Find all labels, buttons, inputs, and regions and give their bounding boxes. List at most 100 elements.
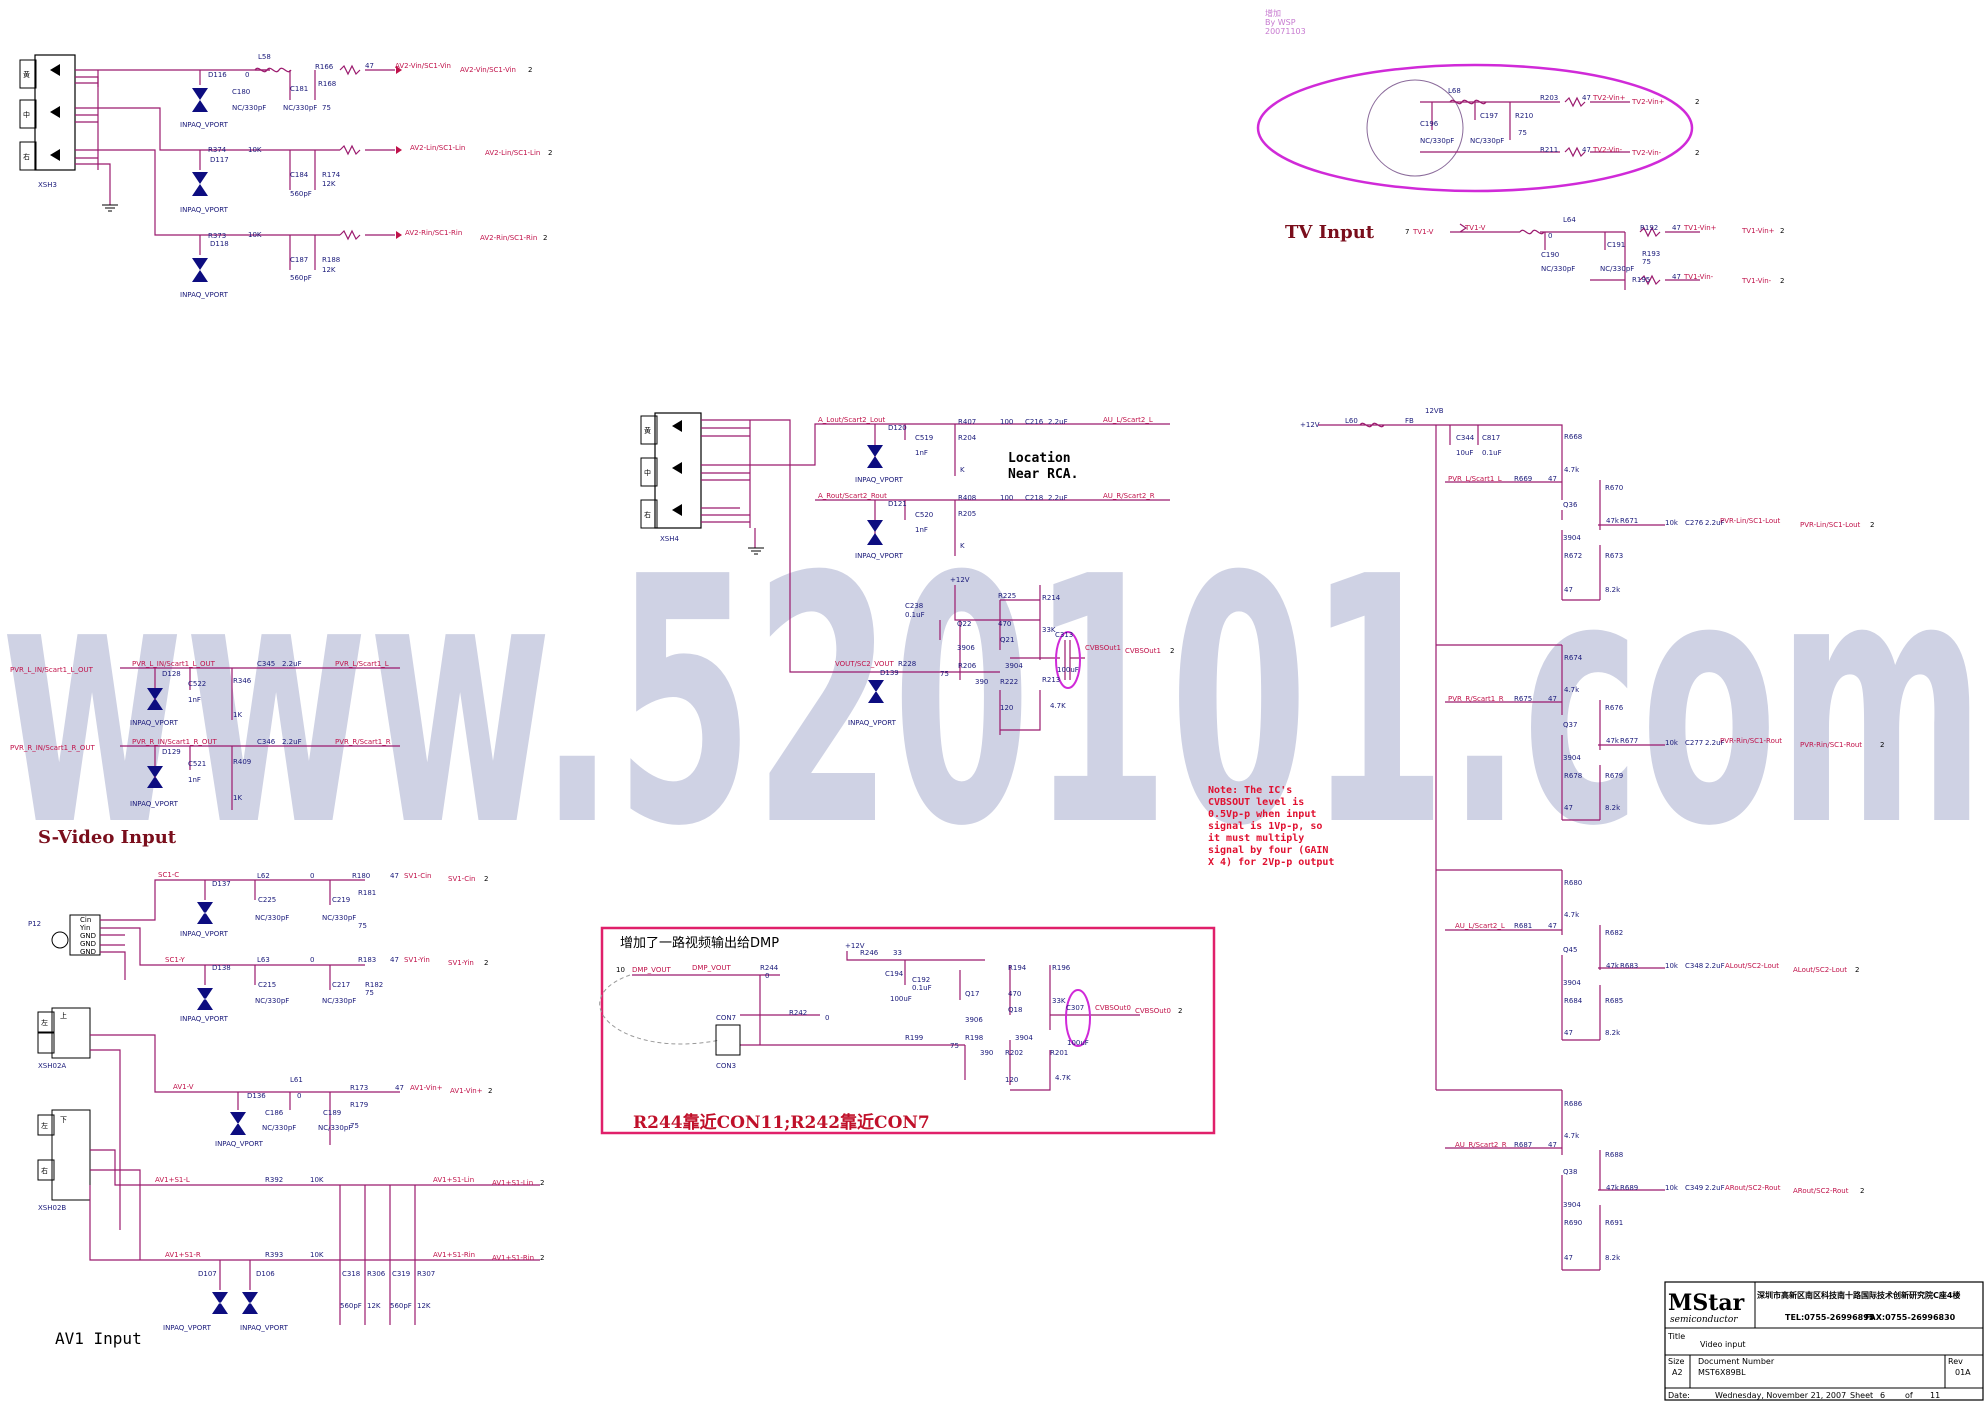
svg-text:ARout/SC2-Rout: ARout/SC2-Rout xyxy=(1725,1184,1781,1192)
svg-text:PVR_R_IN/Scart1_R_OUT: PVR_R_IN/Scart1_R_OUT xyxy=(10,744,96,752)
svg-text:AU_R/Scart2_R: AU_R/Scart2_R xyxy=(1103,492,1155,500)
svg-text:47k: 47k xyxy=(1606,737,1620,745)
svg-text:R409: R409 xyxy=(233,758,251,766)
svg-text:PVR_R_IN/Scart1_R_OUT: PVR_R_IN/Scart1_R_OUT xyxy=(132,738,218,746)
svg-text:2: 2 xyxy=(1860,1187,1864,1195)
svg-text:NC/330pF: NC/330pF xyxy=(232,104,266,112)
svg-text:PVR-Rin/SC1-Rout: PVR-Rin/SC1-Rout xyxy=(1720,737,1782,745)
svg-text:C186: C186 xyxy=(265,1109,284,1117)
svg-text:33K: 33K xyxy=(1052,997,1066,1005)
svg-text:R205: R205 xyxy=(958,510,976,518)
svg-text:10k: 10k xyxy=(1665,739,1679,747)
svg-text:SV1-Cin: SV1-Cin xyxy=(448,875,475,883)
svg-text:Document Number: Document Number xyxy=(1698,1357,1775,1366)
svg-text:10K: 10K xyxy=(248,231,262,239)
svg-text:4.7k: 4.7k xyxy=(1564,466,1580,474)
svg-text:+12V: +12V xyxy=(1300,421,1320,429)
title-block: MStar semiconductor 深圳市高新区南区科技南十路国际技术创新研… xyxy=(1664,1281,1984,1401)
svg-text:TV1-Vin-: TV1-Vin- xyxy=(1683,273,1714,281)
svg-text:D121: D121 xyxy=(888,500,907,508)
svg-text:47: 47 xyxy=(1548,1141,1557,1149)
svg-text:2: 2 xyxy=(1695,149,1699,157)
svg-text:47: 47 xyxy=(395,1084,404,1092)
svg-text:R669: R669 xyxy=(1514,475,1532,483)
section-av1-input: AV1 Input xyxy=(55,1329,142,1348)
svg-text:FB: FB xyxy=(1405,417,1414,425)
svg-text:signal by four (GAIN: signal by four (GAIN xyxy=(1208,844,1328,856)
revision-mark: 增加 By WSP 20071103 xyxy=(1265,8,1306,36)
svg-text:Q22: Q22 xyxy=(957,620,971,628)
svg-text:C219: C219 xyxy=(332,896,350,904)
svg-text:R307: R307 xyxy=(417,1270,435,1278)
net-av2-rin: AV2-Rin/SC1-Rin xyxy=(405,229,462,237)
svg-text:R246: R246 xyxy=(860,949,879,957)
svg-text:2.2uF: 2.2uF xyxy=(1048,494,1068,502)
svg-text:7: 7 xyxy=(1405,228,1409,236)
svg-text:TV1-Vin-: TV1-Vin- xyxy=(1741,277,1772,285)
svg-text:DMP_VOUT: DMP_VOUT xyxy=(632,966,671,974)
svg-text:By WSP: By WSP xyxy=(1265,18,1296,27)
svg-text:11: 11 xyxy=(1930,1391,1940,1400)
svg-text:47: 47 xyxy=(1548,922,1557,930)
svg-text:120: 120 xyxy=(1000,704,1013,712)
svg-text:R373: R373 xyxy=(208,232,226,240)
svg-text:A2: A2 xyxy=(1672,1368,1683,1377)
svg-text:AU_L/Scart2_L: AU_L/Scart2_L xyxy=(1455,922,1505,930)
dmp-footer: R244靠近CON11;R242靠近CON7 xyxy=(633,1112,930,1133)
svg-text:TV2-Vin+: TV2-Vin+ xyxy=(1592,94,1626,102)
svg-text:NC/330pF: NC/330pF xyxy=(322,997,356,1005)
svg-text:0: 0 xyxy=(310,956,314,964)
svg-text:C346: C346 xyxy=(257,738,276,746)
svg-text:8.2k: 8.2k xyxy=(1605,586,1621,594)
svg-text:INPAQ_VPORT: INPAQ_VPORT xyxy=(163,1324,212,1332)
svg-text:D137: D137 xyxy=(212,880,231,888)
svg-text:R201: R201 xyxy=(1050,1049,1068,1057)
svg-text:L62: L62 xyxy=(257,872,270,880)
svg-text:Q37: Q37 xyxy=(1563,721,1577,729)
svg-text:R168: R168 xyxy=(318,80,336,88)
svg-text:SV1-Yin: SV1-Yin xyxy=(448,959,474,967)
svg-text:47: 47 xyxy=(1564,1254,1573,1262)
svg-text:C194: C194 xyxy=(885,970,904,978)
svg-text:L63: L63 xyxy=(257,956,270,964)
svg-text:2.2uF: 2.2uF xyxy=(1705,519,1725,527)
svg-text:C345: C345 xyxy=(257,660,275,668)
svg-text:X 4) for 2Vp-p output: X 4) for 2Vp-p output xyxy=(1208,857,1334,868)
svg-text:PVR_L_IN/Scart1_L_OUT: PVR_L_IN/Scart1_L_OUT xyxy=(10,666,94,674)
net-av2-lin: AV2-Lin/SC1-Lin xyxy=(410,144,465,152)
svg-text:1nF: 1nF xyxy=(915,449,928,457)
svg-text:FAX:0755-26996830: FAX:0755-26996830 xyxy=(1865,1313,1956,1322)
svg-text:semiconductor: semiconductor xyxy=(1670,1315,1738,1325)
svg-text:R174: R174 xyxy=(322,171,341,179)
svg-text:47: 47 xyxy=(1672,224,1681,232)
svg-text:2.2uF: 2.2uF xyxy=(1705,739,1725,747)
svg-text:R690: R690 xyxy=(1564,1219,1582,1227)
svg-text:2: 2 xyxy=(1170,647,1174,655)
svg-text:R188: R188 xyxy=(322,256,340,264)
svg-text:AV1+S1-Lin: AV1+S1-Lin xyxy=(433,1176,474,1184)
svg-text:R671: R671 xyxy=(1620,517,1638,525)
svg-text:中: 中 xyxy=(23,110,30,119)
av2-input-block: 黄 中 右 XSH3 AV2-Vin/SC1-Vin AV2-Lin/SC1-L… xyxy=(19,53,552,299)
pvr-input-block: PVR_L_IN/Scart1_L_OUT PVR_R_IN/Scart1_R_… xyxy=(10,660,400,810)
svg-text:AV1+S1-L: AV1+S1-L xyxy=(155,1176,190,1184)
svg-text:D138: D138 xyxy=(212,964,231,972)
svg-text:Rev: Rev xyxy=(1948,1357,1963,1366)
svg-text:0.1uF: 0.1uF xyxy=(912,984,932,992)
svg-text:2: 2 xyxy=(1780,277,1784,285)
svg-text:12K: 12K xyxy=(322,266,336,274)
svg-text:10K: 10K xyxy=(310,1176,324,1184)
svg-text:INPAQ_VPORT: INPAQ_VPORT xyxy=(130,719,179,727)
svg-text:R678: R678 xyxy=(1564,772,1582,780)
svg-text:2: 2 xyxy=(528,66,532,74)
svg-text:of: of xyxy=(1905,1391,1913,1400)
svg-text:560pF: 560pF xyxy=(390,1302,412,1310)
svg-text:0: 0 xyxy=(1548,232,1552,240)
svg-text:100uF: 100uF xyxy=(890,995,912,1003)
svg-text:75: 75 xyxy=(350,1122,359,1130)
svg-text:C190: C190 xyxy=(1541,251,1559,259)
svg-text:NC/330pF: NC/330pF xyxy=(1600,265,1634,273)
svg-text:INPAQ_VPORT: INPAQ_VPORT xyxy=(130,800,179,808)
svg-text:AV1+S1-Rin: AV1+S1-Rin xyxy=(433,1251,475,1259)
